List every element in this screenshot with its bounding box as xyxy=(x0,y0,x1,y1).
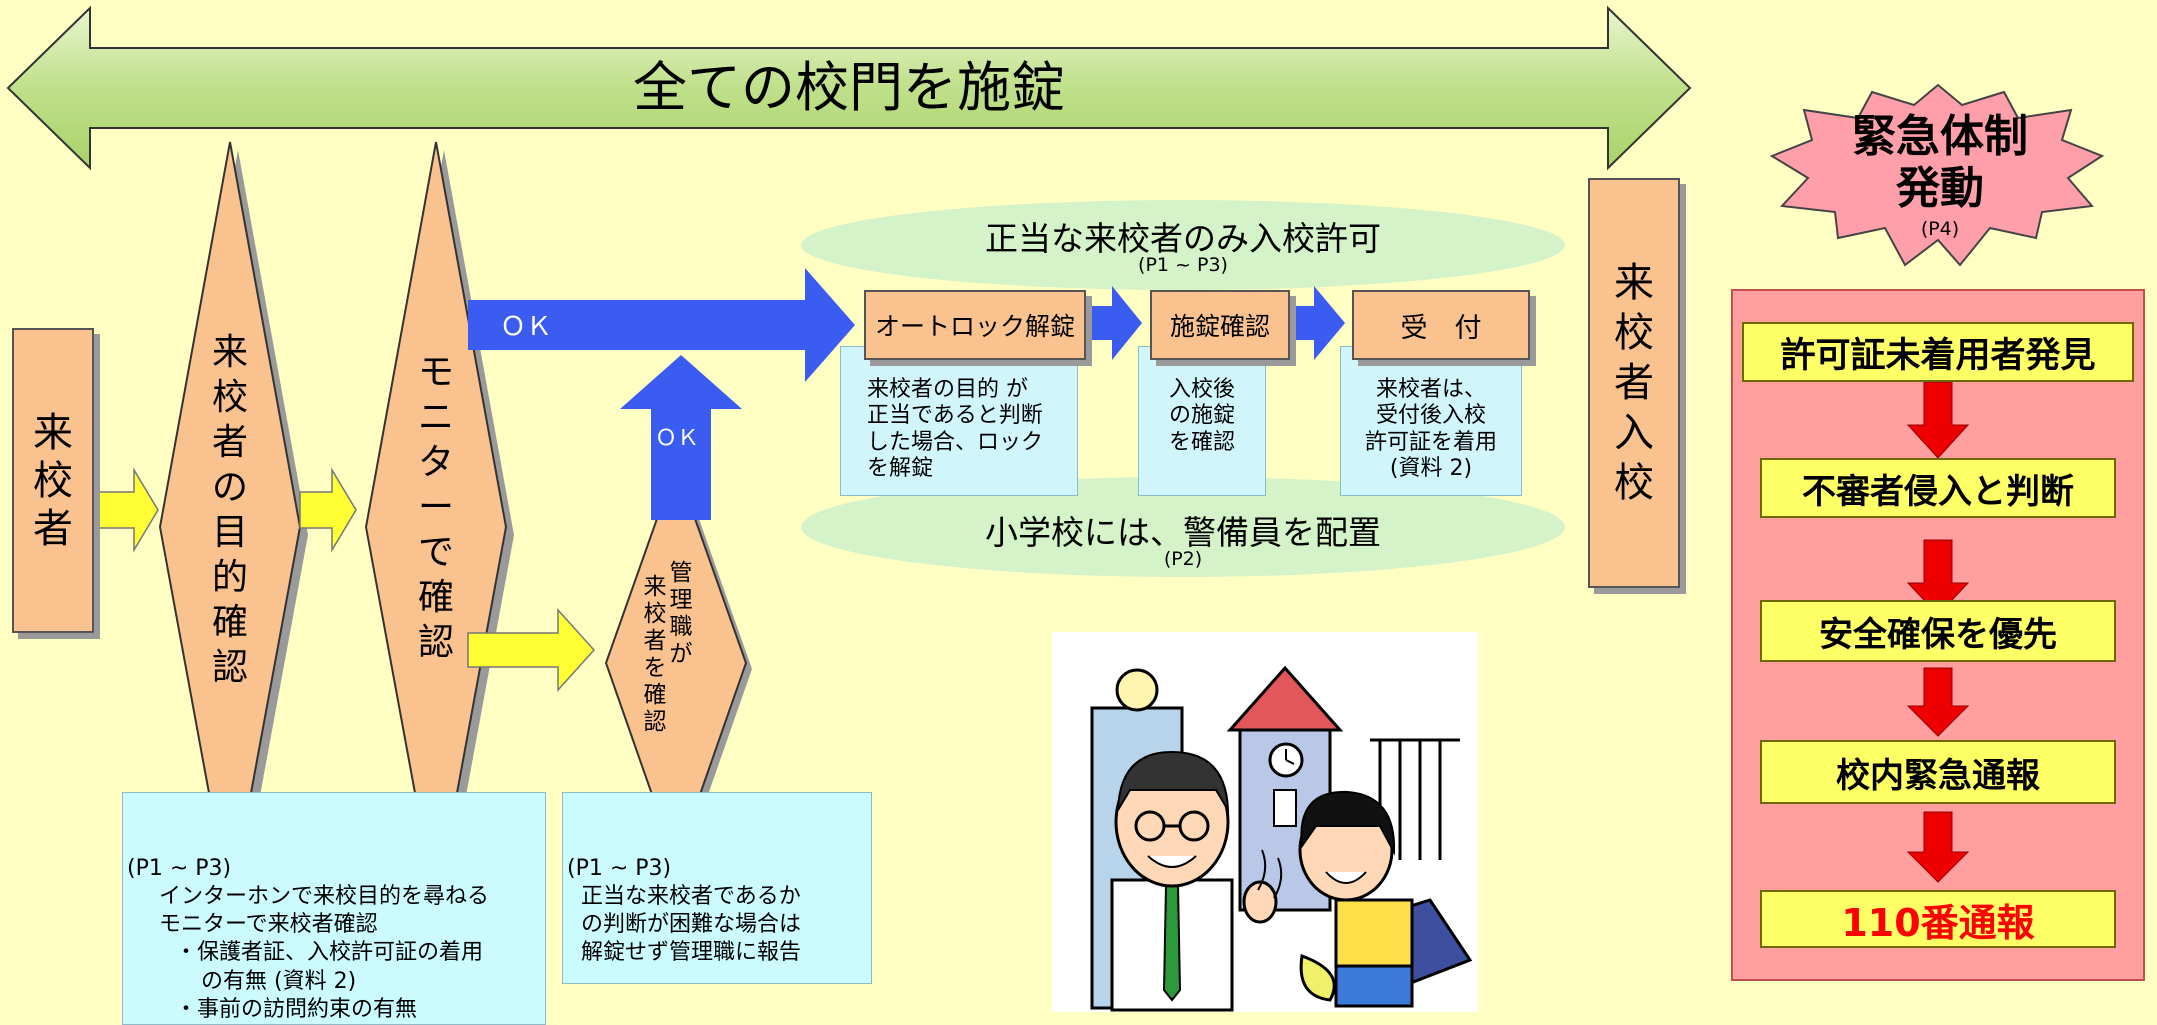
ok-label: ＯＫ xyxy=(500,312,553,342)
entry-char: 者 xyxy=(1614,360,1654,406)
note-line: を確認 xyxy=(1168,429,1235,455)
manager-char: 来 xyxy=(643,574,667,600)
note-line: 入校後 xyxy=(1168,377,1235,402)
legit-ellipse xyxy=(801,200,1565,290)
note-line: 許可証を着用 xyxy=(1364,429,1497,455)
note-left: (P1 ~ P3) インターホンで来校目的を尋ねる モニターで来校者確認 ・保護… xyxy=(122,792,546,1025)
manager-char: 認 xyxy=(643,709,667,735)
purpose-char: 校 xyxy=(211,377,248,418)
entry-char: 入 xyxy=(1614,410,1654,456)
blue-arrow-small-1 xyxy=(1086,286,1142,360)
school-illustration xyxy=(1052,632,1478,1012)
emergency-step-3: 安全確保を優先 xyxy=(1760,600,2116,662)
guard-ellipse xyxy=(801,477,1565,577)
yellow-arrow-2 xyxy=(299,467,357,553)
manager-char: 校 xyxy=(643,601,667,627)
note-line: した場合、ロック xyxy=(867,429,1044,455)
purpose-char: 来 xyxy=(211,332,248,373)
emergency-title-1: 緊急体制 xyxy=(1852,111,2028,162)
purpose-char: 確 xyxy=(211,602,248,643)
yellow-arrow-3 xyxy=(467,608,596,692)
reception-step: 受 付 xyxy=(1352,290,1530,360)
monitor-check-label: モ ニ タ ー で 確 認 xyxy=(396,350,476,665)
ok-label-up: ＯＫ xyxy=(655,426,700,451)
entry-char: 校 xyxy=(1614,310,1654,356)
blue-arrow-up xyxy=(620,355,742,520)
monitor-char: で xyxy=(417,532,454,573)
purpose-char: の xyxy=(211,467,248,508)
manager-char: 職 xyxy=(669,614,693,640)
visitor-char-3: 者 xyxy=(33,505,73,552)
monitor-char: モ xyxy=(417,352,454,393)
note-left-line: インターホンで来校目的を尋ねる xyxy=(159,884,490,910)
purpose-char: 者 xyxy=(211,422,248,463)
autolock-note: 来校者の目的 が 正当であると判断 した場合、ロック を解錠 xyxy=(840,346,1078,496)
visitor-char-1: 来 xyxy=(33,409,73,456)
manager-check-col-left: 来 校 者 を 確 認 xyxy=(640,574,670,736)
note-mid: (P1 ~ P3) 正当な来校者であるか の判断が困難な場合は 解錠せず管理職に… xyxy=(562,792,872,984)
purpose-check-label: 来 校 者 の 目 的 確 認 xyxy=(190,330,270,690)
purpose-char: 的 xyxy=(211,557,248,598)
note-line: (資料 2) xyxy=(1389,456,1473,482)
autolock-step: オートロック解錠 xyxy=(864,290,1086,360)
note-left-ref: (P1 ~ P3) xyxy=(127,856,232,881)
monitor-char: 確 xyxy=(417,577,454,618)
manager-char: 確 xyxy=(643,682,667,708)
manager-check-col-right: 管 理 職 が xyxy=(666,560,696,668)
monitor-char: ニ xyxy=(417,397,454,438)
reception-note: 来校者は、 受付後入校 許可証を着用 (資料 2) xyxy=(1340,346,1522,496)
note-mid-line: の判断が困難な場合は xyxy=(581,912,802,938)
manager-char: が xyxy=(669,641,693,667)
visitor-box: 来 校 者 xyxy=(12,328,94,633)
note-line: 受付後入校 xyxy=(1375,403,1486,429)
note-line: 来校者は、 xyxy=(1375,377,1486,402)
red-arrow-2 xyxy=(1906,539,1970,616)
manager-char: 理 xyxy=(669,587,693,613)
guard-ref: (P2) xyxy=(1163,548,1203,570)
visitor-char-2: 校 xyxy=(33,457,73,504)
monitor-char: タ xyxy=(417,442,454,483)
manager-char: 者 xyxy=(643,628,667,654)
legit-ref: (P1 ~ P3) xyxy=(1138,254,1228,276)
legit-text: 正当な来校者のみ入校許可 xyxy=(985,219,1381,258)
entry-char: 校 xyxy=(1614,460,1654,506)
emergency-step-1: 許可証未着用者発見 xyxy=(1742,322,2134,382)
banner-title: 全ての校門を施錠 xyxy=(633,56,1065,119)
red-arrow-4 xyxy=(1906,811,1970,883)
note-left-line: ・事前の訪問約束の有無 xyxy=(175,996,418,1022)
entry-char: 来 xyxy=(1614,260,1654,306)
note-line: 来校者の目的 が xyxy=(867,377,1028,402)
note-mid-line: 解錠せず管理職に報告 xyxy=(581,940,802,966)
blue-arrow-ok xyxy=(468,268,855,382)
note-mid-ref: (P1 ~ P3) xyxy=(567,856,672,881)
guard-text: 小学校には、警備員を配置 xyxy=(985,513,1381,552)
note-line: を解錠 xyxy=(867,456,934,482)
emergency-starburst xyxy=(1769,83,2105,267)
note-line: の施錠 xyxy=(1168,403,1235,429)
blue-arrow-small-2 xyxy=(1294,286,1345,360)
note-line: 正当であると判断 xyxy=(867,403,1043,429)
red-arrow-1 xyxy=(1906,381,1970,459)
lock-check-step: 施錠確認 xyxy=(1150,290,1290,360)
emergency-ref: (P4) xyxy=(1920,218,1960,240)
purpose-char: 目 xyxy=(211,512,248,553)
note-left-line: モニターで来校者確認 xyxy=(159,912,378,938)
emergency-title-2: 発動 xyxy=(1896,163,1984,214)
note-left-line: の有無 (資料 2) xyxy=(201,968,357,994)
entry-box: 来 校 者 入 校 xyxy=(1588,178,1680,588)
monitor-char: 認 xyxy=(417,622,454,663)
emergency-step-5: 110番通報 xyxy=(1760,890,2116,948)
manager-char: を xyxy=(643,655,667,681)
monitor-char: ー xyxy=(417,487,454,528)
emergency-step-2: 不審者侵入と判断 xyxy=(1760,458,2116,518)
note-mid-line: 正当な来校者であるか xyxy=(581,884,801,910)
purpose-char: 認 xyxy=(211,647,248,688)
lock-check-note: 入校後 の施錠 を確認 xyxy=(1138,346,1266,496)
note-left-line: ・保護者証、入校許可証の着用 xyxy=(175,940,484,966)
red-arrow-3 xyxy=(1906,667,1970,737)
manager-char: 管 xyxy=(669,560,693,586)
emergency-step-4: 校内緊急通報 xyxy=(1760,740,2116,804)
yellow-arrow-1 xyxy=(97,467,159,553)
banner-arrow xyxy=(6,5,1692,171)
